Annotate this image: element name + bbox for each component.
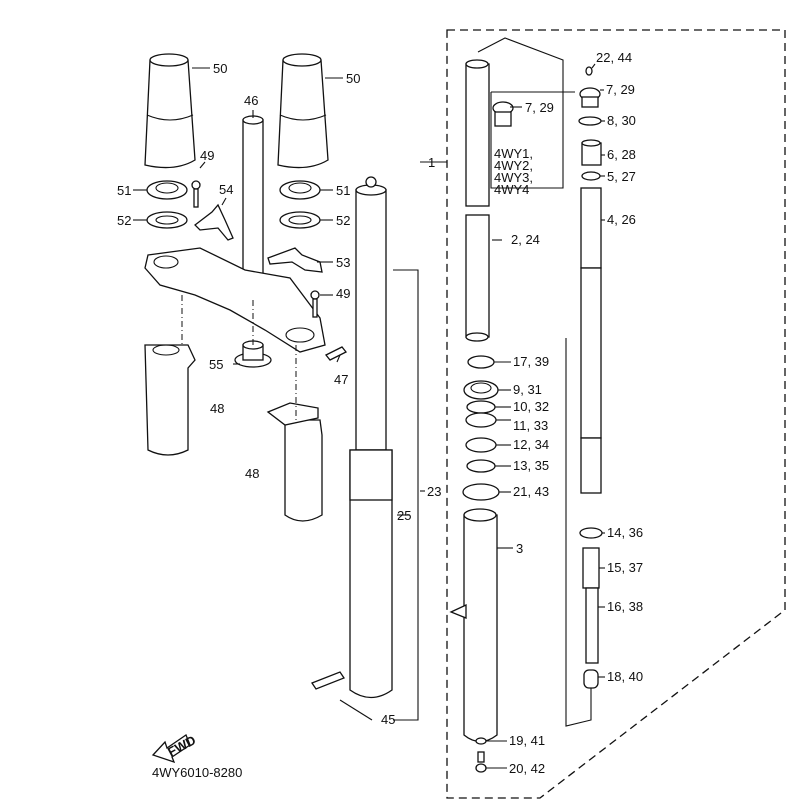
damper-rod-16-38 <box>585 587 599 664</box>
callout-11-33: 11, 33 <box>513 418 548 433</box>
callout-20-42: 20, 42 <box>509 761 545 776</box>
variant-2: 4WY2, <box>494 158 533 173</box>
spacer-6-28 <box>581 139 602 166</box>
bolt-49-lower <box>310 290 320 318</box>
callout-51-left: 51 <box>117 183 131 198</box>
cap-bolt-7-29-variant <box>492 101 514 127</box>
callout-22-44: 22, 44 <box>596 50 632 65</box>
callout-15-37: 15, 37 <box>607 560 643 575</box>
seal-51-left <box>146 180 188 200</box>
callout-6-28: 6, 28 <box>607 147 636 162</box>
callout-9-31: 9, 31 <box>513 382 542 397</box>
callout-13-35: 13, 35 <box>513 458 549 473</box>
callout-53: 53 <box>336 255 350 270</box>
callout-49-lower: 49 <box>336 286 350 301</box>
callout-1: 1 <box>428 155 435 170</box>
callout-7-29: 7, 29 <box>606 82 635 97</box>
callout-3: 3 <box>516 541 523 556</box>
variant-box <box>490 91 575 189</box>
callout-8-30: 8, 30 <box>607 113 636 128</box>
bolt-20-42 <box>475 751 487 773</box>
callout-55: 55 <box>209 357 223 372</box>
callout-19-41: 19, 41 <box>509 733 545 748</box>
callout-17-39: 17, 39 <box>513 354 549 369</box>
fork-boot-left <box>144 53 196 169</box>
leader-lines <box>133 63 605 769</box>
washer-19-41 <box>475 737 487 745</box>
callout-52-right: 52 <box>336 213 350 228</box>
oil-lock-piece-18-40 <box>583 669 599 689</box>
bolt-49-upper <box>191 180 201 208</box>
callout-21-43: 21, 43 <box>513 484 549 499</box>
callout-18-40: 18, 40 <box>607 669 643 684</box>
callout-5-27: 5, 27 <box>607 169 636 184</box>
inner-tube <box>465 59 490 342</box>
drawing-number: 4WY6010-8280 <box>152 765 242 780</box>
variant-1: 4WY1, <box>494 146 533 161</box>
fork-leg-assembled <box>349 176 393 699</box>
callout-4-26: 4, 26 <box>607 212 636 227</box>
washer-52-left <box>146 211 188 229</box>
oil-seal-9-31 <box>463 380 499 400</box>
fork-assembly-boundary <box>446 29 786 799</box>
cap-bolt-22-44 <box>585 66 593 76</box>
callout-23: 23 <box>427 484 441 499</box>
callout-50-left: 50 <box>213 61 227 76</box>
rebound-spring-15-37 <box>582 547 600 589</box>
callout-10-32: 10, 32 <box>513 399 549 414</box>
variant-4: 4WY4 <box>494 182 529 197</box>
oring-21-43 <box>462 483 500 501</box>
callout-50-right: 50 <box>346 71 360 86</box>
callout-47: 47 <box>334 372 348 387</box>
fork-cover-48-lower <box>266 402 323 522</box>
callout-49-upper: 49 <box>200 148 214 163</box>
callout-46: 46 <box>244 93 258 108</box>
callout-48-lower: 48 <box>245 466 259 481</box>
seal-51-right <box>279 180 321 200</box>
callout-2-24: 2, 24 <box>511 232 540 247</box>
washer-12-34 <box>465 437 497 453</box>
fork-boot-right <box>277 53 329 169</box>
callout-54: 54 <box>219 182 233 197</box>
bolt-45 <box>311 671 345 690</box>
fwd-label: FWD <box>165 732 198 759</box>
callout-14-36: 14, 36 <box>607 525 643 540</box>
slide-metal-17-39 <box>467 355 495 369</box>
callout-7-29-variant: 7, 29 <box>525 100 554 115</box>
under-bracket <box>144 247 326 353</box>
forward-direction-icon: FWD <box>151 732 198 764</box>
bracket-54 <box>194 203 234 241</box>
fork-cover-48-upper <box>144 344 196 456</box>
callout-16-38: 16, 38 <box>607 599 643 614</box>
callout-48-upper: 48 <box>210 401 224 416</box>
washer-52-right <box>279 211 321 229</box>
callout-51-right: 51 <box>336 183 350 198</box>
washer-5-27 <box>581 171 601 181</box>
spring-seat-14-36 <box>579 527 603 539</box>
spring-4-26 <box>580 187 602 494</box>
callout-25: 25 <box>397 508 411 523</box>
bolt-47 <box>324 346 348 361</box>
clip-10-32 <box>466 400 496 414</box>
callout-52-left: 52 <box>117 213 131 228</box>
variant-3: 4WY3, <box>494 170 533 185</box>
outer-tube <box>449 508 498 743</box>
cap-bolt-7-29 <box>579 87 601 108</box>
slide-metal-13-35 <box>466 459 496 473</box>
callout-12-34: 12, 34 <box>513 437 549 452</box>
oring-8-30 <box>578 116 602 126</box>
seal-11-33 <box>465 412 497 428</box>
bracket-53 <box>267 247 323 273</box>
callout-45: 45 <box>381 712 395 727</box>
